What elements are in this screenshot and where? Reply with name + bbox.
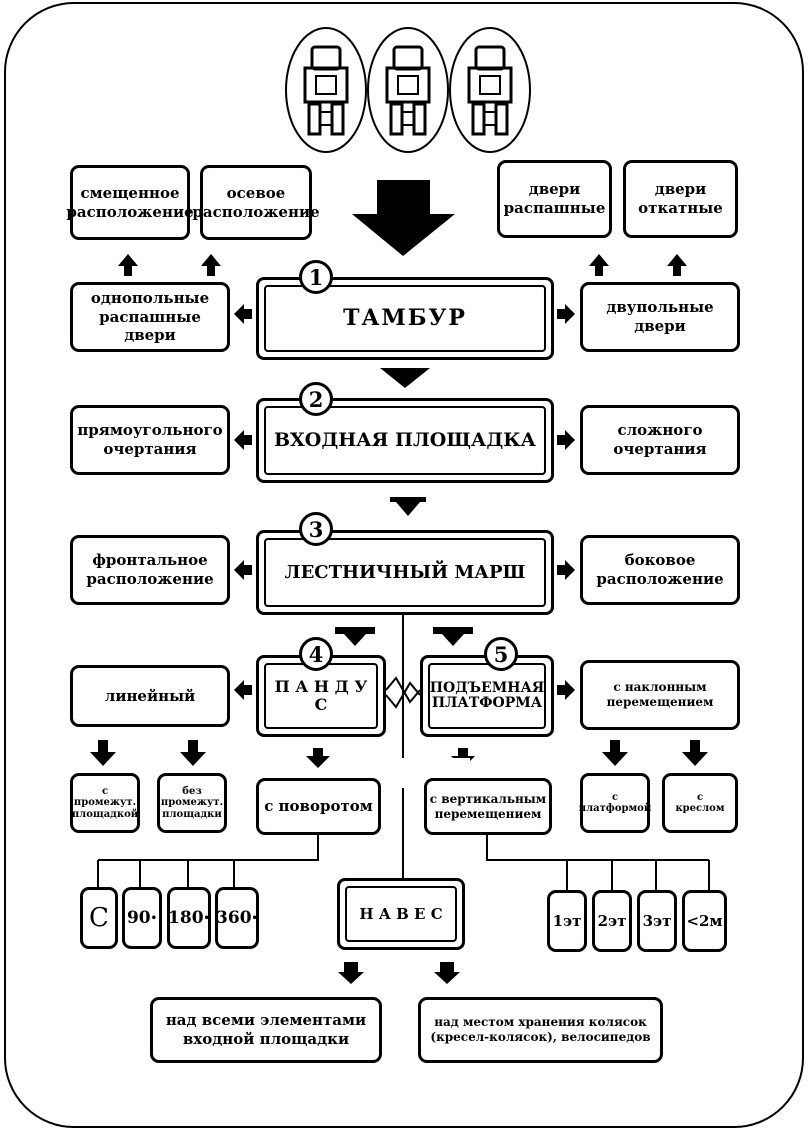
wheelchair-icons <box>285 27 531 153</box>
lift-with-platform: с платформой <box>579 773 651 833</box>
ramp-angle-90: 90• <box>122 887 162 949</box>
tambur-box: ТАМБУР <box>256 277 554 360</box>
platform-rectangular: прямоугольного очертания <box>70 405 230 475</box>
up-arrow-icons <box>118 254 687 276</box>
stair-side: боковое расположение <box>580 535 740 605</box>
tambur-right-sub-sliding: двери откатные <box>623 160 738 238</box>
lift-platform-box: ПОДЪЕМНАЯ ПЛАТФОРМА <box>420 655 554 737</box>
wheelchair-icon-3 <box>449 27 531 153</box>
tambur-number: 1 <box>299 260 333 294</box>
big-down-arrow-icon <box>352 180 455 256</box>
lift-height-3: 3эт <box>637 890 677 952</box>
ramp-number: 4 <box>299 637 333 671</box>
tambur-label: ТАМБУР <box>264 285 546 352</box>
stair-flight-number: 3 <box>299 512 333 546</box>
degree-mark: • <box>203 912 210 924</box>
tambur-left-sub-offset: смещенное расположение <box>66 165 194 240</box>
canopy-over-all-elements: над всеми элементами входной площадки <box>150 997 382 1063</box>
lift-platform-number: 5 <box>484 637 518 671</box>
ramp-with-turn: с поворотом <box>256 778 381 835</box>
lift-platform-label: ПОДЪЕМНАЯ ПЛАТФОРМА <box>428 663 546 729</box>
lift-with-chair: с креслом <box>662 773 738 833</box>
angle-connectors <box>97 835 319 887</box>
lift-height-2: 2эт <box>592 890 632 952</box>
down-arrow-icon <box>338 962 364 984</box>
lift-vertical: с вертикальным перемещением <box>424 778 552 835</box>
right-arrow-icons <box>557 304 575 700</box>
platform-complex: сложного очертания <box>580 405 740 475</box>
ramp-without-landing: без промежут. площадки <box>157 773 227 833</box>
stair-frontal: фронтальное расположение <box>70 535 230 605</box>
lift-height-under-2m: <2м <box>682 890 727 952</box>
page-frame <box>4 2 804 1128</box>
height-connectors <box>486 835 710 890</box>
ramp-label: П А Н Д У С <box>264 663 378 729</box>
ramp-angle-360: 360• <box>215 887 259 949</box>
degree-mark: • <box>150 912 158 924</box>
ramp-with-landing: с промежут. площадкой <box>70 773 140 833</box>
lift-inclined: с наклонным перемещением <box>580 660 740 730</box>
pandus-platform-connector <box>385 676 421 709</box>
ramp-angle-90-value: 90 <box>126 908 151 928</box>
left-arrow-icons <box>234 304 252 700</box>
tambur-right-double-leaf: двупольные двери <box>580 282 740 352</box>
ramp-angle-180: 180• <box>167 887 211 949</box>
canopy-label: Н А В Е С <box>345 886 457 942</box>
tambur-left-single-leaf: однопольные распашные двери <box>70 282 230 352</box>
wheelchair-icon-2 <box>367 27 449 153</box>
stair-flight-label: ЛЕСТНИЧНЫЙ МАРШ <box>264 538 546 607</box>
degree-mark: • <box>251 912 258 924</box>
entrance-platform-box: ВХОДНАЯ ПЛОЩАДКА <box>256 398 554 483</box>
ramp-linear: линейный <box>70 665 230 727</box>
lift-height-1: 1эт <box>547 890 587 952</box>
wheelchair-icon-1 <box>285 27 367 153</box>
entrance-platform-number: 2 <box>299 382 333 416</box>
stair-flight-box: ЛЕСТНИЧНЫЙ МАРШ <box>256 530 554 615</box>
ramp-angle-c-value: С <box>89 903 109 933</box>
ramp-angle-360-value: 360 <box>216 908 252 928</box>
entrance-platform-label: ВХОДНАЯ ПЛОЩАДКА <box>264 406 546 475</box>
down-arrow-icon <box>434 962 460 984</box>
canopy-box: Н А В Е С <box>337 878 465 950</box>
tambur-left-sub-axial: осевое расположение <box>192 165 320 240</box>
canopy-over-storage: над местом хранения колясок (кресел-коля… <box>418 997 663 1063</box>
tambur-right-sub-swing: двери распашные <box>497 160 612 238</box>
ramp-angle-180-value: 180 <box>168 908 204 928</box>
ramp-angle-c: С <box>80 887 118 949</box>
